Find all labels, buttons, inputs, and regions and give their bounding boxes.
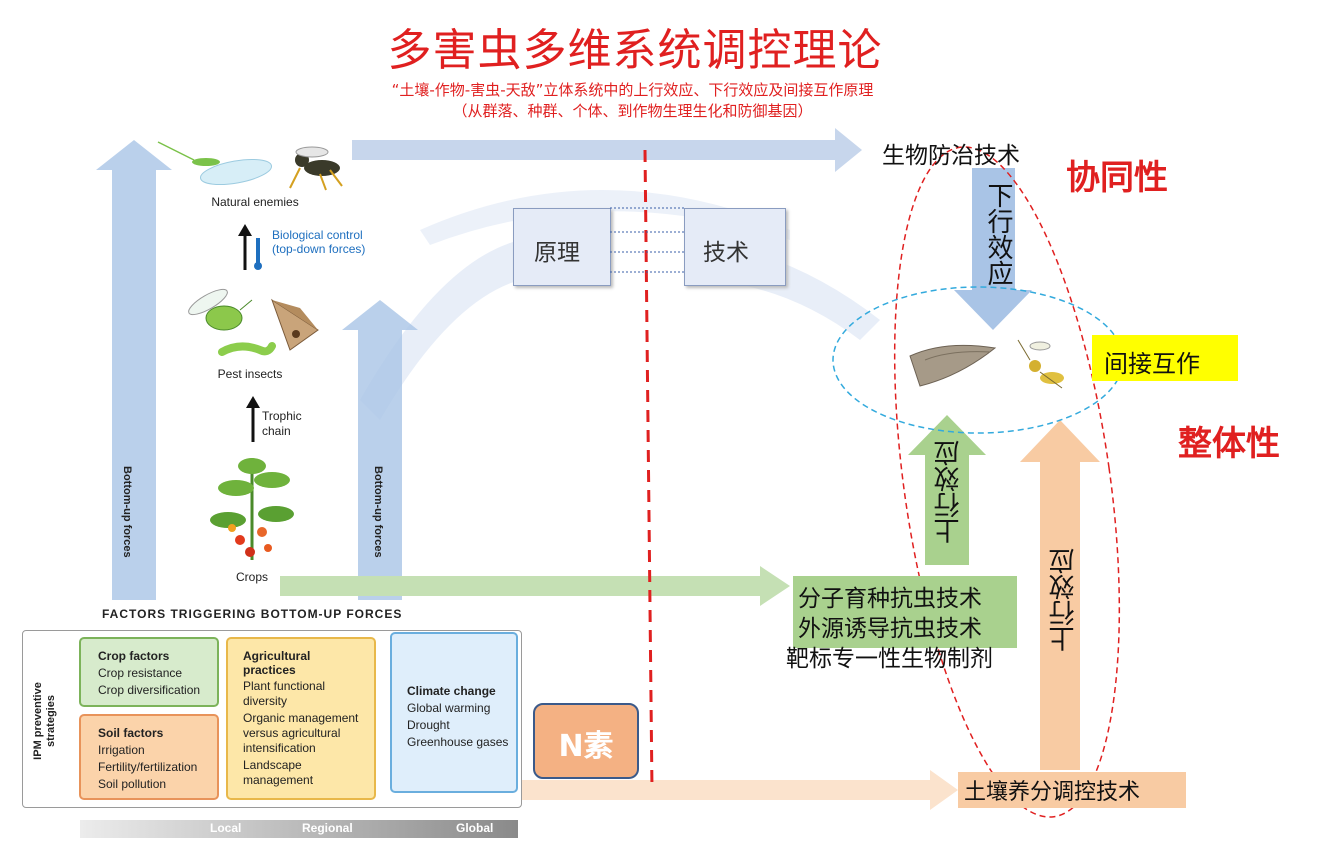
ipm-label: IPM preventive strategies xyxy=(32,682,57,760)
top-blue-arrow xyxy=(352,128,862,172)
caterpillar-icon xyxy=(218,342,276,356)
climate-change-box: Climate change Global warming Drought Gr… xyxy=(390,632,518,793)
climate-item: Drought xyxy=(407,718,450,732)
orange-up-arrow xyxy=(1020,420,1100,770)
agri-title-1: Agricultural xyxy=(243,649,311,663)
right-wasp-icon xyxy=(1017,339,1064,389)
climate-item: Greenhouse gases xyxy=(407,735,509,749)
agri-item: Plant functional xyxy=(243,679,326,693)
n-element-box: N素 xyxy=(533,703,639,779)
indirect-interaction-label: 间接互作 xyxy=(1104,350,1200,378)
subtitle-line-1: “土壤-作物-害虫-天敌”立体系统中的上行效应、下行效应及间接互作原理 xyxy=(391,81,874,99)
bio-control-tech-label: 生物防治技术 xyxy=(882,143,1020,169)
agri-item: versus agricultural xyxy=(243,726,341,740)
torn-connector xyxy=(610,207,685,273)
trophic-arrow-icon xyxy=(246,396,260,442)
bottom-up-forces-label-left: Bottom-up forces xyxy=(121,466,133,558)
climate-item: Global warming xyxy=(407,701,491,715)
bottom-up-effect-green-label: 上行效应 xyxy=(934,440,964,544)
tomato-plant-icon xyxy=(210,458,294,560)
bottom-up-effect-orange-label: 上行效应 xyxy=(1049,548,1079,652)
soil-factors-title: Soil factors xyxy=(98,726,164,740)
crops-label: Crops xyxy=(235,570,268,584)
soil-factor-item: Soil pollution xyxy=(98,777,167,791)
technique-box: 技术 xyxy=(684,208,786,286)
fan-shape-top xyxy=(420,190,790,245)
page-title: 多害虫多维系统调控理论 xyxy=(387,25,883,76)
soil-nutrient-tech-label: 土壤养分调控技术 xyxy=(964,780,1141,805)
agricultural-practices-box: Agricultural practices Plant functional … xyxy=(226,637,376,800)
tech-list-item: 靶标专一性生物制剂 xyxy=(786,646,993,672)
top-down-effect-label: 下行效应 xyxy=(983,182,1013,286)
natural-enemies-label: Natural enemies xyxy=(211,195,299,209)
tech-list: 分子育种抗虫技术 外源诱导抗虫技术 靶标专一性生物制剂 xyxy=(786,584,993,674)
bottom-up-forces-label-middle: Bottom-up forces xyxy=(372,466,384,558)
black-up-arrow-icon xyxy=(238,224,252,270)
lacewing-icon xyxy=(157,141,273,186)
tech-list-item: 分子育种抗虫技术 xyxy=(798,586,982,612)
agri-item: intensification xyxy=(243,741,316,755)
agri-item: management xyxy=(243,773,314,787)
biological-control-label: Biological control (top-down forces) xyxy=(272,228,366,256)
scale-label-local: Local xyxy=(210,821,242,835)
crop-factors-title: Crop factors xyxy=(98,649,170,663)
scale-label-global: Global xyxy=(456,821,494,835)
scale-bar xyxy=(80,820,518,838)
principle-label: 原理 xyxy=(534,240,580,266)
green-up-arrow xyxy=(908,415,986,565)
synergy-label: 协同性 xyxy=(1066,158,1168,198)
scale-label-regional: Regional xyxy=(302,821,353,835)
aphid-icon xyxy=(188,288,253,331)
subtitle-line-2: （从群落、种群、个体、到作物生理生化和防御基因） xyxy=(452,102,813,120)
thermometer-icon xyxy=(254,238,262,270)
agri-title-2: practices xyxy=(243,663,296,677)
right-moth-icon xyxy=(909,344,997,387)
soil-factor-item: Irrigation xyxy=(98,743,145,757)
green-horizontal-arrow xyxy=(280,566,790,606)
crop-factor-item: Crop resistance xyxy=(98,666,183,680)
bottom-up-arrow-middle xyxy=(342,300,418,600)
trophic-chain-label: Trophic chain xyxy=(262,409,302,438)
soil-factors-box: Soil factors Irrigation Fertility/fertil… xyxy=(79,714,219,800)
moth-icon xyxy=(271,298,319,351)
technique-label: 技术 xyxy=(703,240,749,266)
agri-item: diversity xyxy=(243,694,288,708)
agri-item: Landscape xyxy=(243,758,302,772)
indirect-interaction-box: 间接互作 xyxy=(1092,335,1238,381)
n-element-label: N素 xyxy=(558,729,614,764)
pest-insects-label: Pest insects xyxy=(217,367,283,381)
factors-heading: FACTORS TRIGGERING BOTTOM-UP FORCES xyxy=(102,607,403,621)
climate-title: Climate change xyxy=(407,684,496,698)
tech-list-item: 外源诱导抗虫技术 xyxy=(798,616,982,642)
red-dashed-ellipse xyxy=(893,146,1121,818)
soil-factor-item: Fertility/fertilization xyxy=(98,760,198,774)
wasp-icon xyxy=(289,146,343,191)
tech-list-box xyxy=(793,576,1017,648)
principle-box: 原理 xyxy=(513,208,611,286)
crop-factor-item: Crop diversification xyxy=(98,683,201,697)
agri-item: Organic management xyxy=(243,711,359,725)
crop-factors-box: Crop factors Crop resistance Crop divers… xyxy=(79,637,219,707)
red-divider-line xyxy=(643,149,654,791)
soil-nutrient-tech-box: 土壤养分调控技术 xyxy=(958,772,1186,808)
integrity-label: 整体性 xyxy=(1178,424,1280,464)
bottom-up-arrow-left xyxy=(96,140,172,600)
